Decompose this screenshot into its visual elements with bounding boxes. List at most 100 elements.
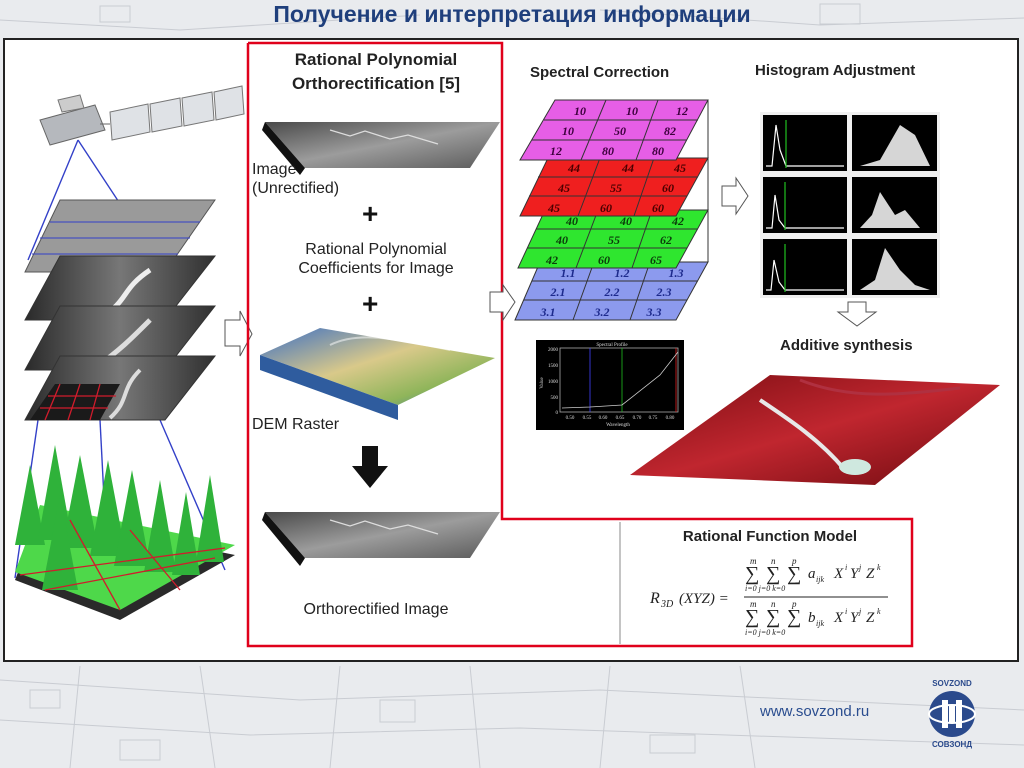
additive-heading: Additive synthesis	[780, 337, 913, 354]
blue-cell-6: 2.3	[656, 285, 672, 299]
blue-cell-9: 3.3	[646, 305, 662, 319]
spectral-heading: Spectral Correction	[530, 64, 670, 81]
blue-cell-7: 3.1	[540, 305, 556, 319]
profile-ylabel: Value	[540, 377, 545, 389]
svg-text:∑: ∑	[745, 563, 759, 585]
rfm-den-coef-sub: ijk	[816, 619, 824, 628]
svg-text:∑: ∑	[766, 606, 780, 628]
spectral-profile-chart: Spectral Profile Value Wavelength 2000 1…	[536, 340, 684, 430]
rfm-num-limits: i=0 j=0 k=0	[745, 584, 785, 593]
profile-xtick-3: 0.60	[599, 416, 608, 421]
logo-top-text: SOVZOND	[932, 679, 972, 688]
arrow-to-spectral	[489, 283, 516, 322]
green-cell-9: 65	[650, 253, 662, 267]
blue-cell-3: 1.3	[669, 266, 684, 280]
histogram-heading: Histogram Adjustment	[755, 62, 916, 79]
rfm-den-coef: b	[808, 610, 816, 626]
profile-xtick-5: 0.70	[633, 416, 642, 421]
rfm-den-p: p	[791, 599, 797, 609]
magenta-cell-5: 50	[614, 124, 626, 138]
rpo-heading-line1: Rational Polynomial	[294, 50, 458, 69]
rfm-lhs-sub: 3D	[660, 599, 674, 610]
rfm-den-y-sup: j	[858, 607, 862, 616]
rfm-den-limits: i=0 j=0 k=0	[745, 628, 785, 637]
magenta-cell-1: 10	[574, 104, 586, 118]
red-cell-7: 45	[547, 201, 560, 215]
forest-illustration	[15, 445, 235, 620]
sovzond-logo: SOVZOND СОВЗОНД	[928, 679, 976, 749]
red-cell-1: 44	[567, 161, 580, 175]
green-cell-1: 40	[565, 214, 578, 228]
rfm-den-n: n	[771, 599, 776, 609]
arrow-to-histogram	[721, 176, 749, 216]
profile-title: Spectral Profile	[596, 343, 628, 348]
website-url[interactable]: www.sovzond.ru	[760, 703, 870, 720]
unrectified-label: Image (Unrectified)	[252, 160, 339, 198]
logo-bottom-text: СОВЗОНД	[932, 740, 972, 749]
profile-ytick-3: 1000	[548, 380, 559, 385]
red-cell-8: 60	[600, 201, 612, 215]
magenta-cell-9: 80	[652, 144, 664, 158]
dem-label: DEM Raster	[252, 416, 340, 433]
profile-xtick-1: 0.50	[566, 416, 575, 421]
profile-xtick-7: 0.80	[666, 416, 675, 421]
red-cell-9: 60	[652, 201, 664, 215]
coefficients-label-line1: Rational Polynomial	[305, 241, 447, 258]
page-title: Получение и интерпретация информации	[273, 1, 751, 27]
svg-text:∑: ∑	[766, 563, 780, 585]
rfm-num-m: m	[750, 556, 757, 566]
blue-cell-1: 1.1	[561, 266, 576, 280]
rfm-num-x: X	[833, 566, 844, 582]
magenta-cell-4: 10	[562, 124, 574, 138]
image-layer-stack	[24, 199, 217, 421]
svg-text:∑: ∑	[787, 563, 801, 585]
rfm-formula: R 3D (XYZ) = m n p ∑ ∑ ∑ i=0 j=0 k=0 a i…	[649, 556, 888, 637]
down-arrow-icon	[352, 446, 388, 488]
blue-cell-5: 2.2	[604, 285, 620, 299]
satellite-icon	[39, 85, 245, 146]
rfm-num-coef: a	[808, 566, 816, 582]
spectral-layers: 1.1 1.2 1.3 2.1 2.2 2.3 3.1 3.2 3.3 40 4…	[514, 99, 709, 321]
red-cell-5: 55	[610, 181, 622, 195]
rfm-den-m: m	[750, 599, 757, 609]
magenta-cell-6: 82	[664, 124, 676, 138]
arrow-down-to-additive	[836, 301, 878, 327]
green-cell-5: 55	[608, 233, 620, 247]
profile-xlabel: Wavelength	[606, 423, 630, 428]
dem-raster-image	[260, 328, 495, 420]
profile-xtick-6: 0.75	[649, 416, 658, 421]
green-cell-6: 62	[660, 233, 672, 247]
green-cell-4: 40	[555, 233, 568, 247]
rfm-num-y: Y	[850, 566, 860, 582]
rfm-lhs-args: (XYZ) =	[679, 591, 729, 607]
additive-synthesis-image	[630, 375, 1000, 485]
plus-sign-2: +	[362, 288, 379, 319]
blue-cell-8: 3.2	[594, 305, 610, 319]
blue-cell-2: 1.2	[615, 266, 630, 280]
svg-text:∑: ∑	[787, 606, 801, 628]
rfm-num-coef-sub: ijk	[816, 575, 824, 584]
svg-text:∑: ∑	[745, 606, 759, 628]
histogram-panels	[760, 112, 940, 298]
rfm-den-x: X	[833, 610, 844, 626]
red-cell-4: 45	[557, 181, 570, 195]
rfm-num-x-sup: i	[845, 563, 847, 572]
rfm-den-z-sup: k	[877, 607, 881, 616]
rpo-red-border	[246, 41, 914, 648]
rfm-den-y: Y	[850, 610, 860, 626]
rfm-num-z-sup: k	[877, 563, 881, 572]
rpo-heading: Rational Polynomial Orthorectification […	[250, 48, 502, 96]
rfm-heading: Rational Function Model	[682, 528, 858, 545]
profile-ytick-4: 500	[551, 396, 559, 401]
rfm-num-y-sup: j	[858, 563, 862, 572]
red-cell-6: 60	[662, 181, 674, 195]
profile-xtick-4: 0.65	[616, 416, 625, 421]
blue-cell-4: 2.1	[550, 285, 566, 299]
coefficients-label-line2: Coefficients for Image	[298, 260, 454, 277]
rfm-den-z: Z	[866, 610, 875, 626]
profile-ytick-2: 1500	[548, 364, 559, 369]
orthorectified-image	[262, 512, 500, 566]
unrectified-label-line1: Image	[252, 161, 297, 178]
rfm-num-p: p	[791, 556, 797, 566]
